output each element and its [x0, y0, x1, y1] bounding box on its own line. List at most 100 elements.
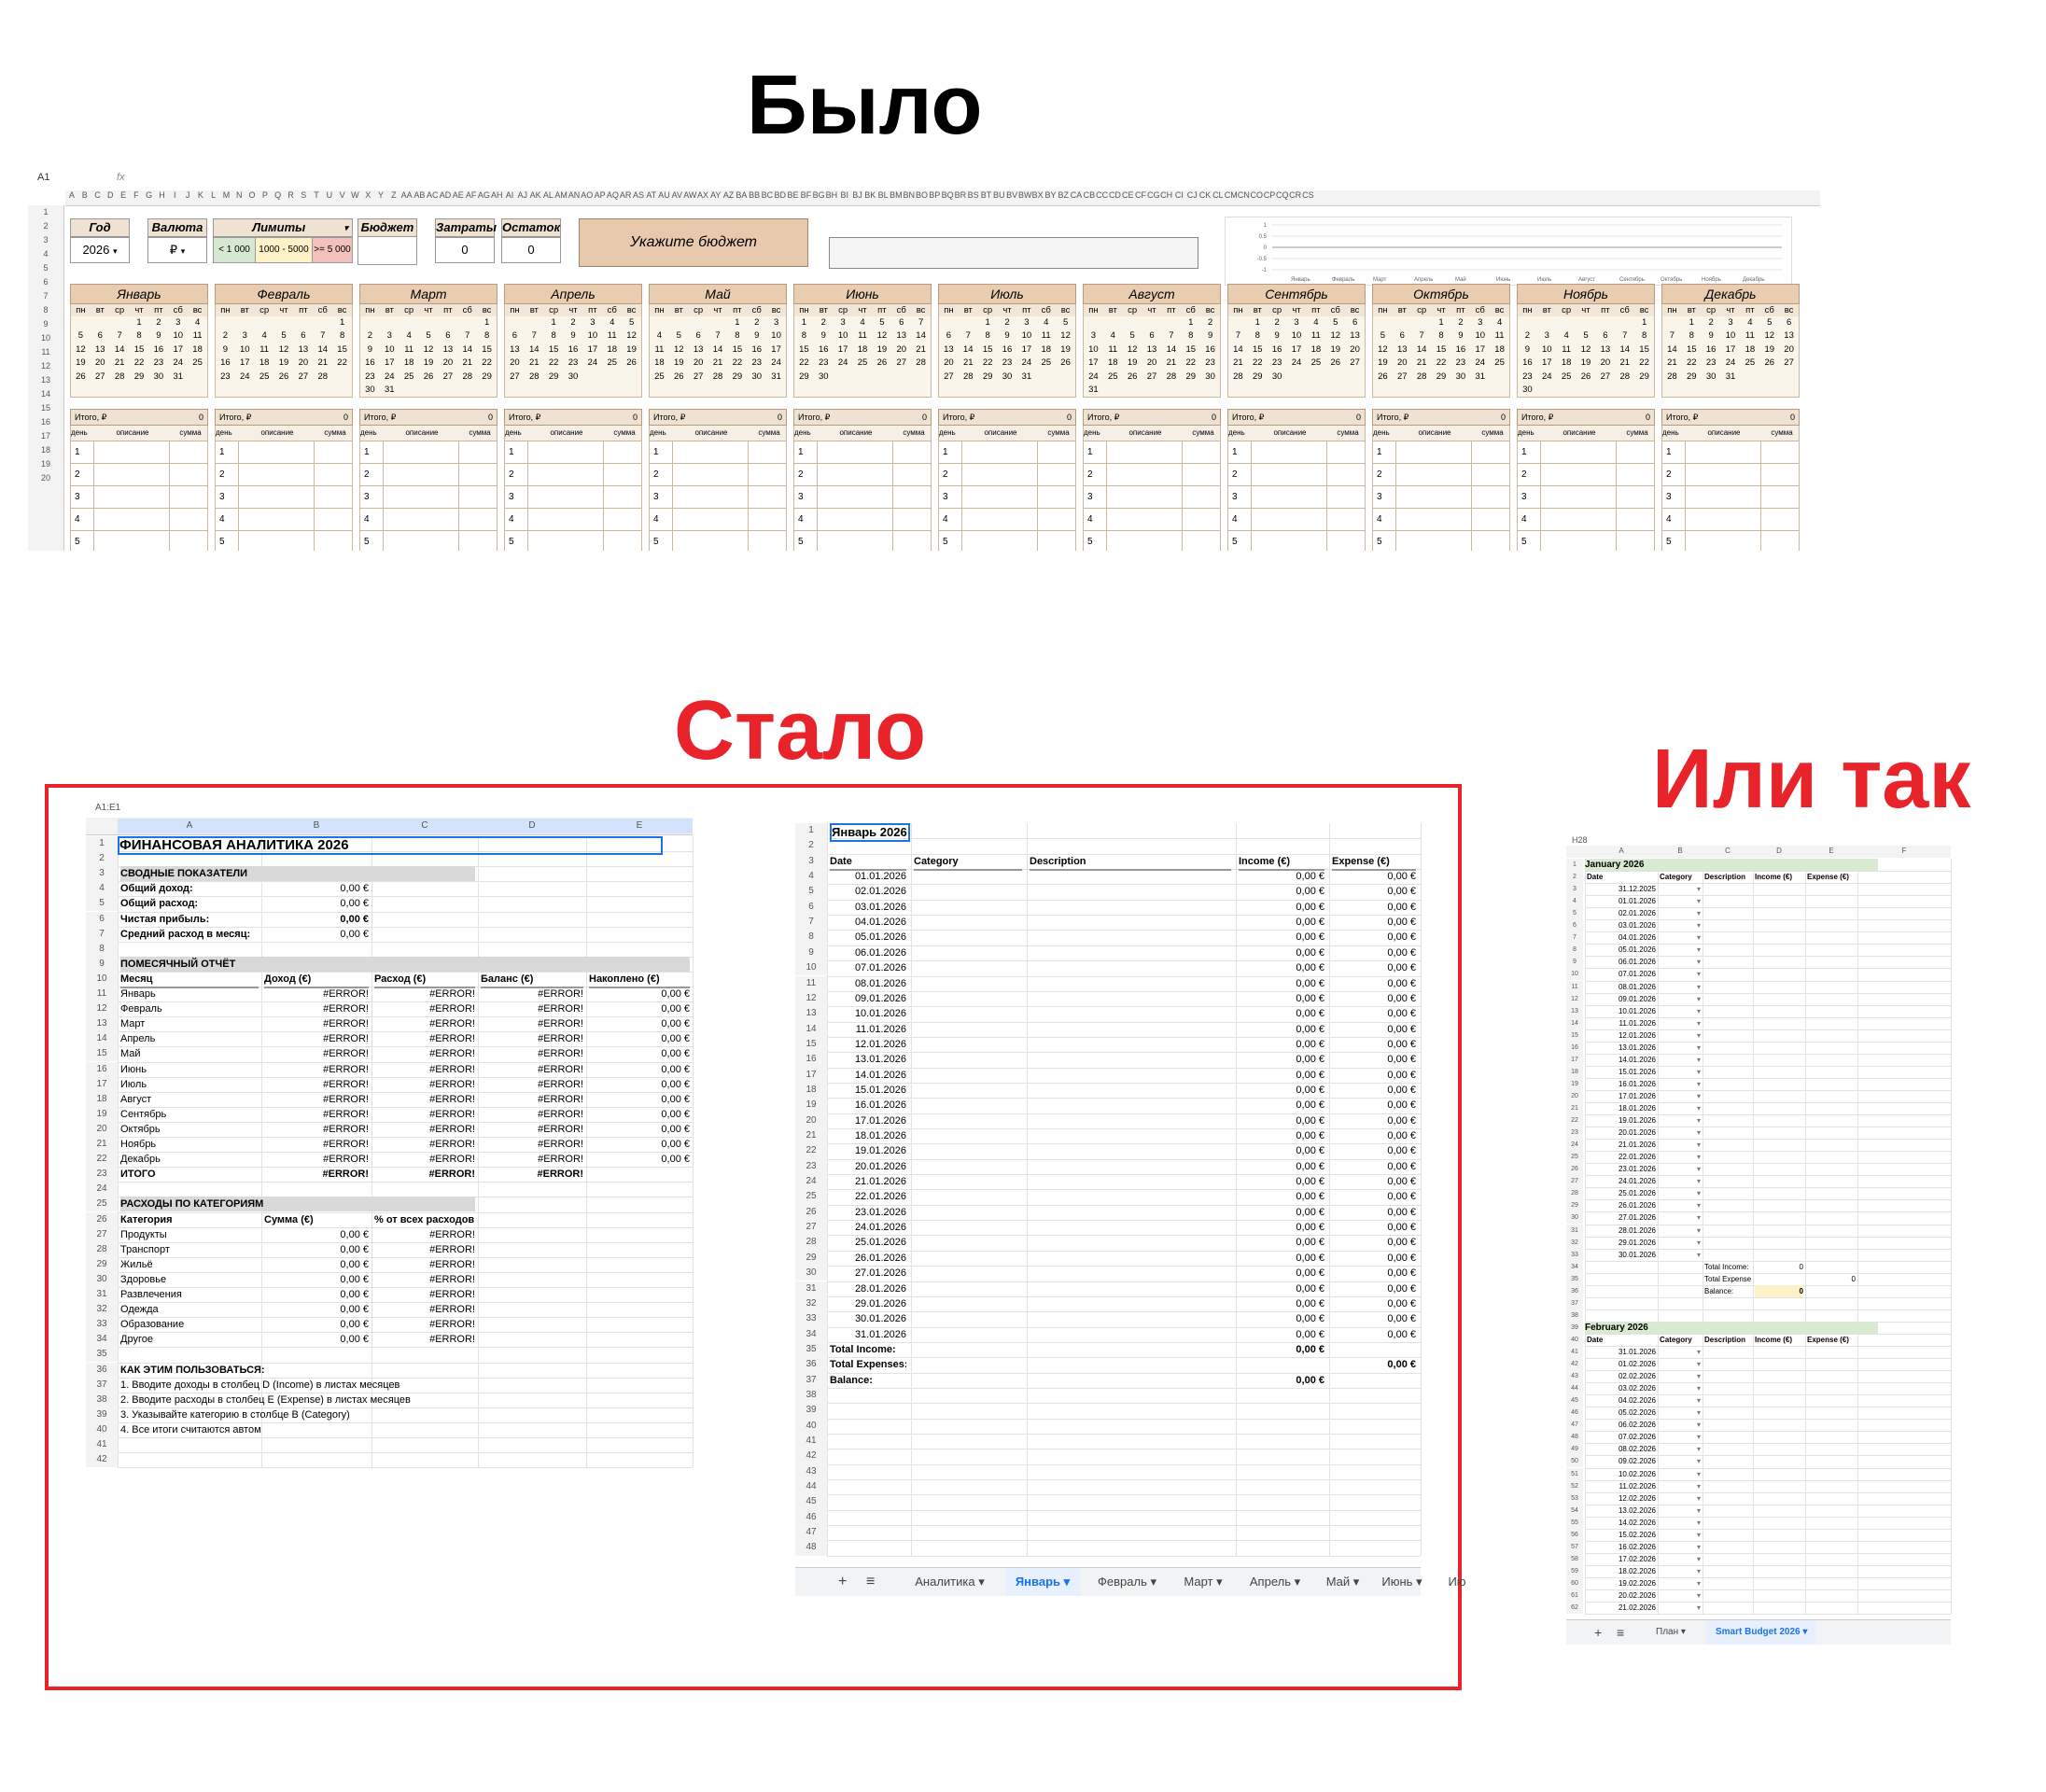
calendar-day[interactable]: 27	[896, 357, 907, 369]
column-title[interactable]: Category	[1660, 873, 1692, 882]
date-cell[interactable]: 02.02.2026	[1618, 1372, 1656, 1381]
calendar-day[interactable]: 27	[1397, 371, 1408, 382]
row-header[interactable]: 17	[86, 1076, 118, 1092]
row-header[interactable]: 1	[1566, 859, 1583, 872]
row-header[interactable]: 43	[795, 1463, 827, 1480]
row-header[interactable]: 6	[43, 277, 49, 287]
row-header[interactable]: 26	[86, 1211, 118, 1227]
entry-amount-cell[interactable]	[1327, 486, 1365, 508]
column-header[interactable]: AI	[505, 190, 514, 200]
calendar-day[interactable]: 15	[1687, 343, 1697, 355]
calendar-day[interactable]: 11	[1494, 330, 1505, 342]
income-cell[interactable]: 0,00 €	[1296, 1222, 1324, 1234]
column-header[interactable]: AO	[581, 190, 594, 200]
entry-row[interactable]: 5	[793, 531, 932, 551]
category-value[interactable]: #ERROR!	[429, 1258, 475, 1270]
category-dropdown[interactable]: ▾	[1696, 1141, 1701, 1150]
expense-cell[interactable]: 0,00 €	[1387, 1084, 1416, 1096]
income-cell[interactable]: 0,00 €	[1296, 1206, 1324, 1218]
category-dropdown[interactable]: ▾	[1696, 1067, 1701, 1076]
row-header[interactable]: 37	[795, 1372, 827, 1388]
calendar-day[interactable]: 5	[1380, 330, 1386, 342]
entry-amount-cell[interactable]	[604, 531, 641, 551]
calendar-day[interactable]: 30	[1271, 371, 1282, 382]
row-header[interactable]: 37	[86, 1377, 118, 1393]
entry-amount-cell[interactable]	[749, 441, 786, 463]
row-header[interactable]: 37	[1566, 1296, 1583, 1309]
report-value[interactable]: #ERROR!	[429, 1139, 475, 1150]
row-header[interactable]: 36	[86, 1362, 118, 1378]
entry-row[interactable]: 2	[1083, 464, 1221, 487]
calendar-day[interactable]: 14	[1667, 343, 1677, 355]
entry-amount-cell[interactable]	[749, 464, 786, 485]
page-title[interactable]: ФИНАНСОВАЯ АНАЛИТИКА 2026	[118, 836, 663, 856]
date-cell[interactable]: 28.01.2026	[1618, 1225, 1656, 1235]
date-cell[interactable]: 13.01.2026	[1618, 1043, 1656, 1052]
column-header[interactable]: CS	[1302, 190, 1314, 200]
calendar-day[interactable]: 25	[403, 371, 414, 382]
row-header[interactable]: 3	[795, 853, 827, 870]
entry-amount-cell[interactable]	[315, 531, 352, 551]
row-header[interactable]: 31	[86, 1287, 118, 1303]
column-header[interactable]: BL	[877, 190, 889, 200]
row-header[interactable]: 3	[43, 235, 49, 245]
calendar-day[interactable]: 30	[751, 371, 763, 382]
calendar-day[interactable]: 22	[1253, 357, 1263, 369]
category-dropdown[interactable]: ▾	[1696, 1250, 1701, 1259]
calendar-day[interactable]: 12	[1127, 343, 1138, 355]
row-header[interactable]: 42	[795, 1449, 827, 1464]
entry-description-cell[interactable]	[1396, 486, 1472, 509]
calendar-day[interactable]: 19	[1580, 357, 1591, 369]
calendar-day[interactable]: 2	[1458, 317, 1464, 328]
section-header[interactable]: СВОДНЫЕ ПОКАЗАТЕЛИ	[120, 866, 475, 882]
row-header[interactable]: 46	[1566, 1407, 1583, 1420]
calendar-day[interactable]: 1	[1689, 317, 1694, 328]
column-header[interactable]: Y	[378, 190, 385, 200]
calendar-day[interactable]: 15	[133, 343, 145, 355]
row-header[interactable]: 10	[1566, 968, 1583, 981]
date-cell[interactable]: 31.12.2025	[1618, 885, 1656, 894]
column-header[interactable]: L	[211, 190, 217, 200]
calendar-day[interactable]: 20	[298, 357, 309, 369]
column-header[interactable]: M	[222, 190, 231, 200]
calendar-day[interactable]: 6	[445, 330, 451, 342]
column-header[interactable]: CC	[1096, 190, 1109, 200]
entry-description-cell[interactable]	[1107, 531, 1183, 551]
row-header[interactable]: 1	[43, 207, 49, 217]
category-dropdown[interactable]: ▾	[1696, 1189, 1701, 1198]
entry-row[interactable]: 4	[1372, 509, 1510, 532]
entry-description-cell[interactable]	[384, 464, 459, 486]
calendar-day[interactable]: 17	[1542, 357, 1552, 369]
entry-description-cell[interactable]	[962, 531, 1038, 551]
column-title[interactable]: Месяц	[120, 972, 259, 988]
category-dropdown[interactable]: ▾	[1696, 885, 1701, 894]
row-header[interactable]: 56	[1566, 1528, 1583, 1541]
row-header[interactable]: 28	[795, 1235, 827, 1251]
report-value[interactable]: 0,00 €	[661, 1154, 690, 1166]
calendar-day[interactable]: 18	[1041, 343, 1052, 355]
entry-description-cell[interactable]	[818, 486, 893, 509]
entry-amount-cell[interactable]	[459, 509, 497, 530]
column-header[interactable]: S	[301, 190, 307, 200]
calendar-day[interactable]: 6	[1149, 330, 1155, 342]
row-header[interactable]: 44	[1566, 1382, 1583, 1395]
calendar-day[interactable]: 7	[117, 330, 122, 342]
entry-row[interactable]: 1	[1661, 441, 1800, 465]
calendar-day[interactable]: 30	[568, 371, 579, 382]
column-title[interactable]: Expense (€)	[1332, 854, 1416, 872]
calendar-day[interactable]: 4	[406, 330, 412, 342]
report-value[interactable]: #ERROR!	[323, 1063, 369, 1075]
calendar-day[interactable]: 18	[1108, 357, 1118, 369]
row-header[interactable]: 32	[86, 1302, 118, 1318]
calendar-day[interactable]: 17	[1088, 357, 1099, 369]
calendar-day[interactable]: 5	[77, 330, 84, 342]
category-value[interactable]: 0,00 €	[340, 1304, 369, 1316]
entry-row[interactable]: 1	[938, 441, 1076, 465]
row-header[interactable]: 4	[795, 869, 827, 885]
calendar-day[interactable]: 21	[1233, 357, 1243, 369]
calendar-day[interactable]: 25	[192, 357, 203, 369]
calendar-day[interactable]: 21	[462, 357, 473, 369]
all-sheets-icon[interactable]: ≡	[866, 1573, 876, 1589]
balance-value[interactable]: 0,00 €	[1296, 1374, 1324, 1386]
calendar-day[interactable]: 7	[715, 330, 721, 342]
